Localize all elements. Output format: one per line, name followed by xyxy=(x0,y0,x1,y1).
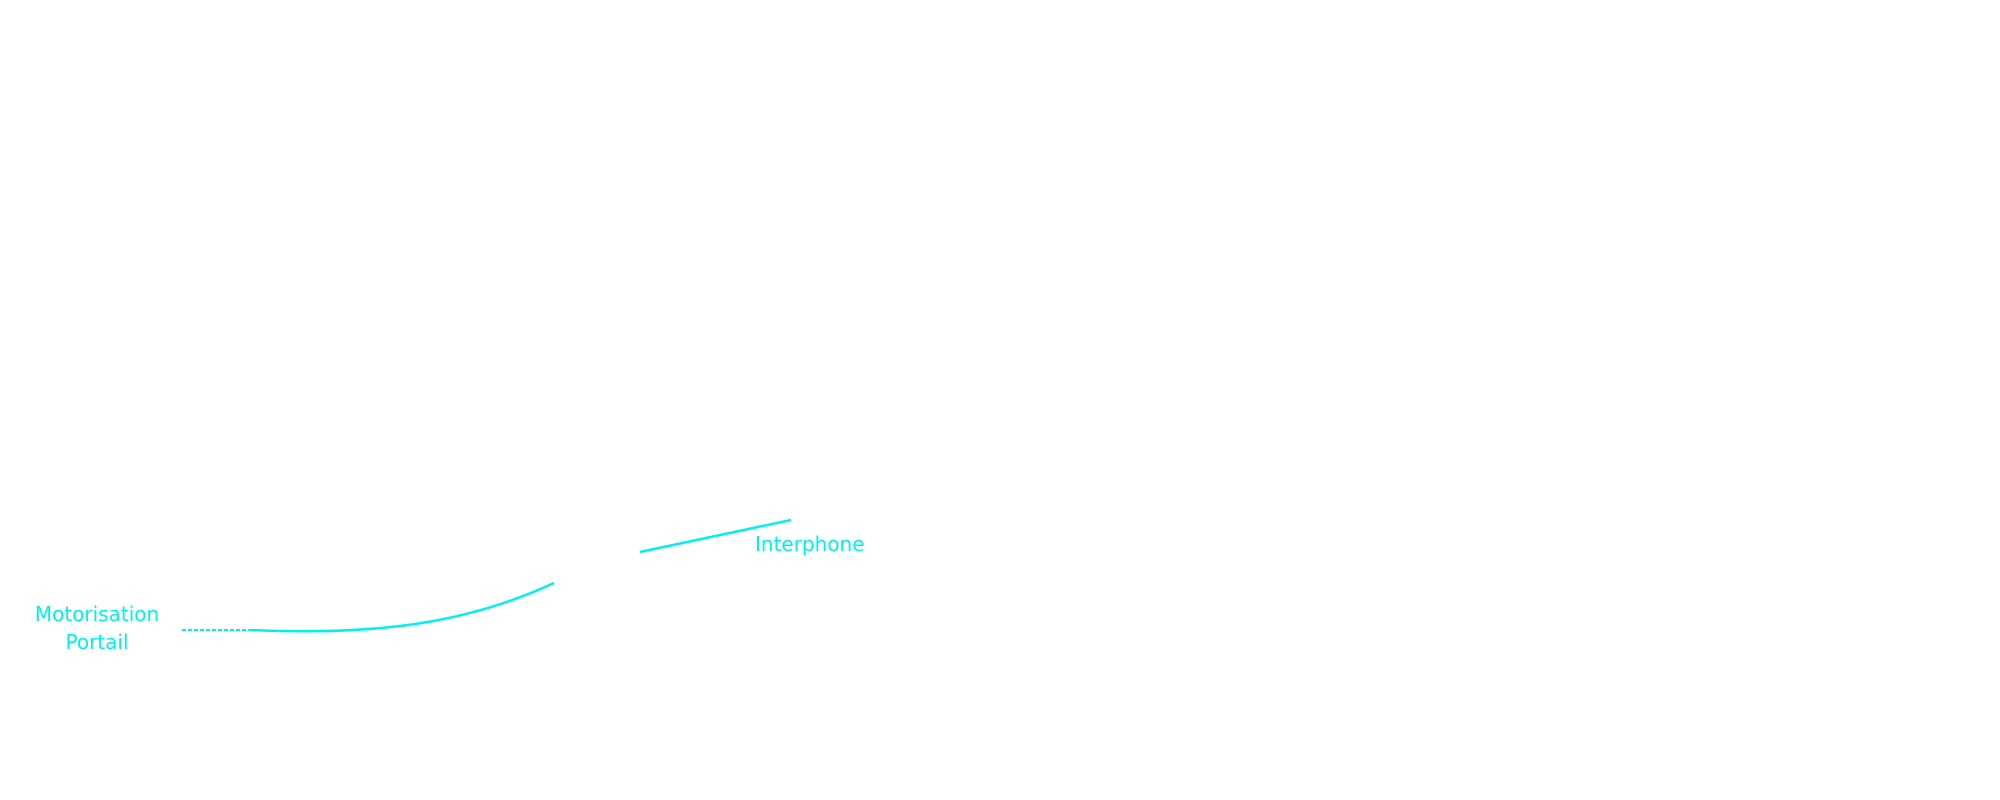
connector-motorisation xyxy=(249,581,555,633)
node-label-line2: Portail xyxy=(65,630,129,654)
connector-interphone xyxy=(639,518,792,554)
node-motorisation-portail: Motorisation Portail xyxy=(22,600,172,656)
node-label-line1: Motorisation xyxy=(34,602,160,626)
node-interphone: Interphone xyxy=(755,532,865,556)
